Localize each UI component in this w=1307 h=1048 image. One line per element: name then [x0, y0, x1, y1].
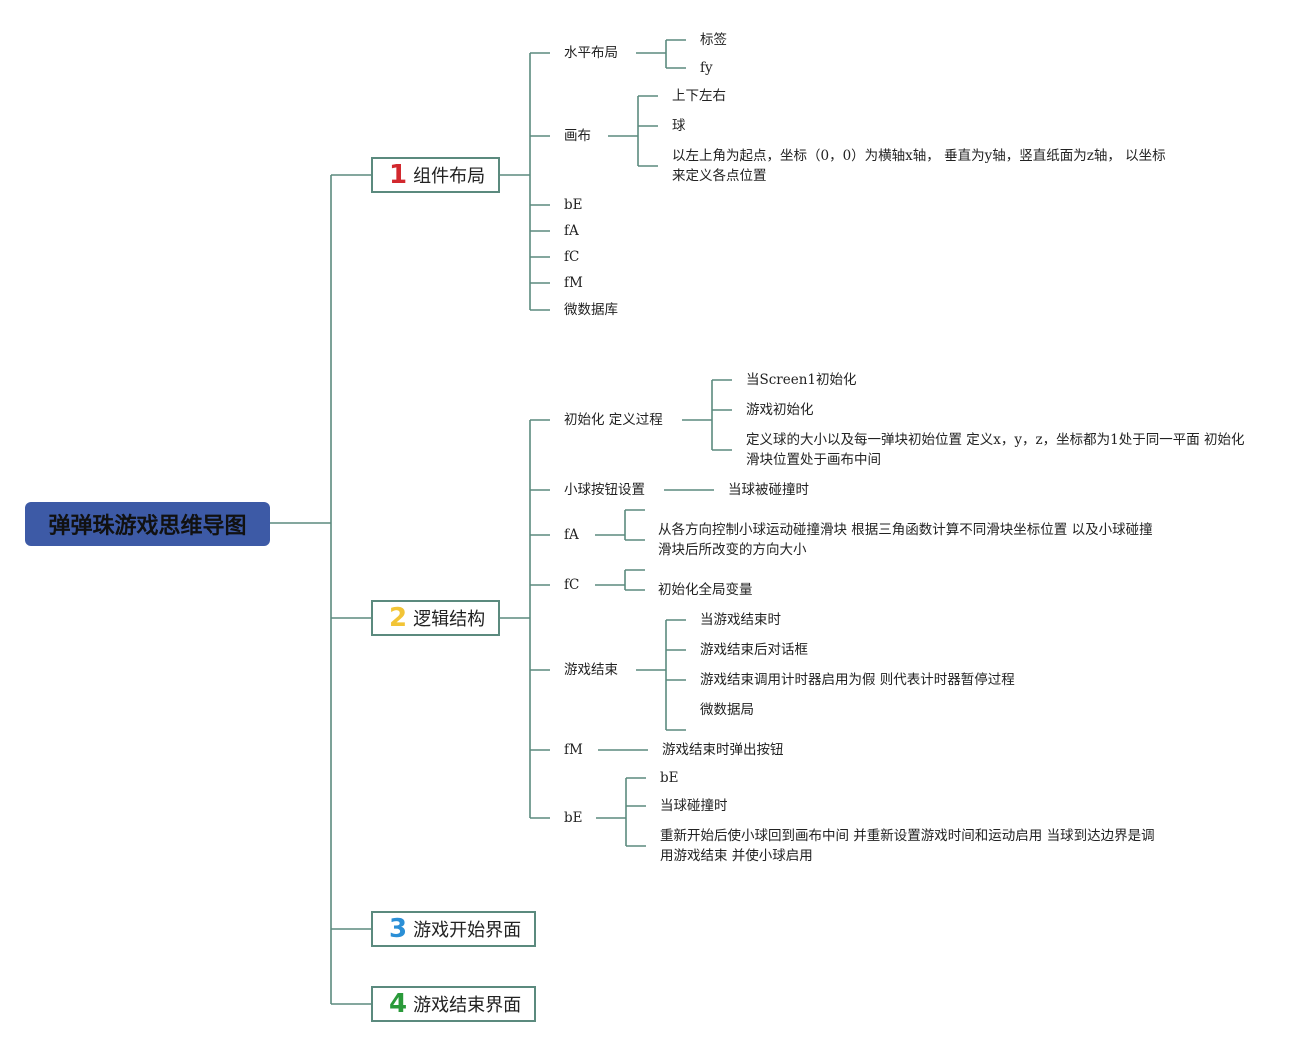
topic-ball-button[interactable]: 小球按钮设置 — [564, 482, 645, 498]
topic-restart[interactable]: 重新开始后使小球回到画布中间 并重新设置游戏时间和运动启用 当球到达边界是调用游… — [660, 828, 1155, 864]
topic-screen1-init[interactable]: 当Screen1初始化 — [746, 372, 857, 388]
topic-bE[interactable]: bE — [564, 197, 583, 213]
branch-logic-structure[interactable]: 2 逻辑结构 — [371, 600, 500, 636]
topic-fC[interactable]: fC — [564, 249, 580, 265]
topic-coordinates[interactable]: 以左上角为起点，坐标（0，0）为横轴x轴， 垂直为y轴，竖直纸面为z轴， 以坐标… — [672, 148, 1166, 184]
branch-number-2: 2 — [389, 603, 408, 633]
topic-logic-fA[interactable]: fA — [564, 527, 579, 543]
branch-label: 逻辑结构 — [413, 609, 486, 630]
topic-init-procedure[interactable]: 初始化 定义过程 — [564, 412, 663, 428]
topic-tinydb[interactable]: 微数据库 — [564, 302, 618, 318]
root-topic[interactable]: 弹弹珠游戏思维导图 — [25, 502, 270, 546]
topic-label[interactable]: 标签 — [700, 32, 727, 48]
topic-logic-fC[interactable]: fC — [564, 577, 580, 593]
branch-component-layout[interactable]: 1 组件布局 — [371, 157, 500, 193]
topic-direction-control[interactable]: 从各方向控制小球运动碰撞滑块 根据三角函数计算不同滑块坐标位置 以及小球碰撞滑块… — [658, 522, 1153, 558]
topic-game-over-dialog[interactable]: 游戏结束后对话框 — [700, 642, 808, 658]
topic-horizontal-layout[interactable]: 水平布局 — [564, 45, 618, 61]
topic-tinydb-game-over[interactable]: 微数据局 — [700, 702, 754, 718]
branch-game-start-screen[interactable]: 3 游戏开始界面 — [371, 911, 536, 947]
topic-fM[interactable]: fM — [564, 275, 583, 291]
topic-fA[interactable]: fA — [564, 223, 579, 239]
topic-logic-fM[interactable]: fM — [564, 742, 583, 758]
topic-ball-hit[interactable]: 当球被碰撞时 — [728, 482, 809, 498]
branch-label: 游戏结束界面 — [413, 995, 522, 1016]
branch-number-3: 3 — [389, 914, 408, 944]
topic-directions[interactable]: 上下左右 — [672, 88, 726, 104]
branch-game-end-screen[interactable]: 4 游戏结束界面 — [371, 986, 536, 1022]
topic-global-vars[interactable]: 初始化全局变量 — [658, 582, 753, 598]
topic-bE-child[interactable]: bE — [660, 770, 679, 786]
topic-canvas[interactable]: 画布 — [564, 128, 591, 144]
topic-define-ball[interactable]: 定义球的大小以及每一弹块初始位置 定义x，y，z，坐标都为1处于同一平面 初始化… — [746, 432, 1245, 468]
topic-when-game-over[interactable]: 当游戏结束时 — [700, 612, 781, 628]
topic-timer-disable[interactable]: 游戏结束调用计时器启用为假 则代表计时器暂停过程 — [700, 672, 1015, 688]
topic-ball-collide[interactable]: 当球碰撞时 — [660, 798, 728, 814]
branch-number-4: 4 — [389, 989, 408, 1019]
topic-logic-bE[interactable]: bE — [564, 810, 583, 826]
topic-ball[interactable]: 球 — [672, 118, 686, 134]
branch-label: 游戏开始界面 — [413, 920, 522, 941]
branch-label: 组件布局 — [413, 166, 486, 187]
topic-fy[interactable]: fy — [700, 60, 713, 76]
topic-popup-button[interactable]: 游戏结束时弹出按钮 — [662, 742, 784, 758]
topic-game-init[interactable]: 游戏初始化 — [746, 402, 814, 418]
branch-number-1: 1 — [389, 160, 408, 190]
topic-game-over[interactable]: 游戏结束 — [564, 662, 618, 678]
